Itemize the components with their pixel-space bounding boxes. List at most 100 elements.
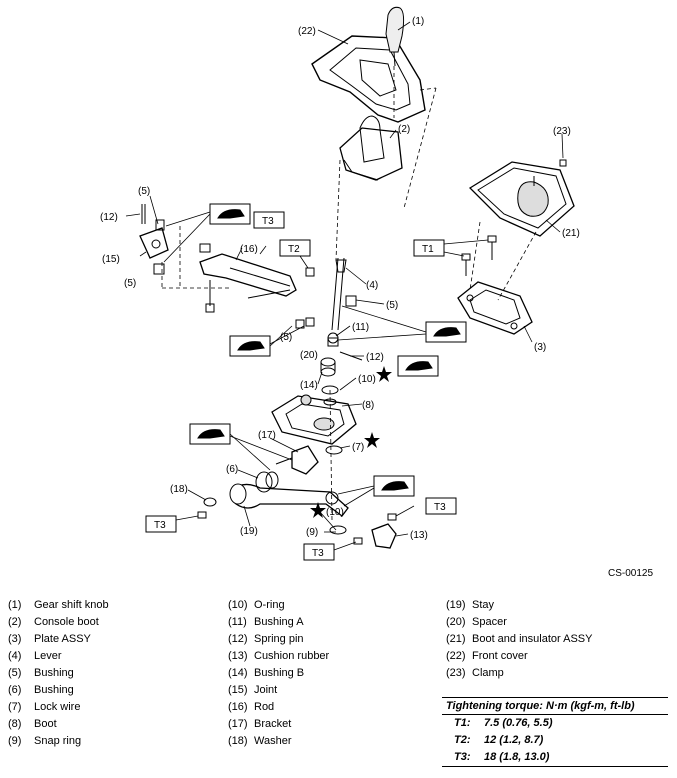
callout: (15) [102,254,120,265]
legend-item: (18)Washer [228,733,329,750]
torque-value: 12 (1.2, 8.7) [484,734,544,746]
star-icon [310,502,326,518]
callout: (8) [362,400,374,411]
legend-label: Cushion rubber [254,650,330,662]
legend-number: (3) [8,633,22,645]
grease-icon [229,335,271,357]
star-icon [364,432,380,448]
legend-item: (1)Gear shift knob [8,597,109,614]
grease-symbols [189,203,467,497]
callout: (3) [534,342,546,353]
parts-legend-col2: (10)O-ring (11)Bushing A (12)Spring pin … [228,597,329,750]
legend-item: (19) Stay [446,597,592,614]
torque-key: T3: [454,751,471,763]
torque-tag: T2 [288,244,300,255]
callout: (12) [100,212,118,223]
torque-row: T3:18 (1.8, 13.0) [442,749,668,767]
legend-number: (19) [446,599,466,611]
callout: (20) [300,350,318,361]
callout: (21) [562,228,580,239]
legend-item: (17)Bracket [228,716,329,733]
legend-item: (21)Boot and insulator ASSY [446,631,592,648]
callout: (12) [366,352,384,363]
legend-item: (6) Bushing [8,682,109,699]
legend-label: Plate ASSY [34,633,91,645]
legend-item: (12)Spring pin [228,631,329,648]
legend-number: (7) [8,701,22,713]
legend-label: Stay [472,599,495,611]
legend-item: (4) Lever [8,648,109,665]
callout: (5) [280,332,292,343]
star-marks [310,366,392,518]
legend-item: (5) Bushing [8,665,109,682]
torque-key: T1: [454,717,471,729]
torque-row: T1:7.5 (0.76, 5.5) [442,715,668,732]
callout-labels: (1) (22) (2) (23) (21) (3) (5) (12) (15)… [100,16,580,541]
callout: (22) [298,26,316,37]
grease-icon [189,423,231,445]
callout: (14) [300,380,318,391]
torque-tag-labels: T3 T2 T1 T3 T3 T3 [154,216,446,559]
torque-tag: T3 [312,548,324,559]
callout: (23) [553,126,571,137]
torque-tag: T1 [422,244,434,255]
legend-item: (8) Boot [8,716,109,733]
callout: (4) [366,280,378,291]
legend-label: Joint [254,684,278,696]
legend-label: Snap ring [34,735,82,747]
lever-part [327,257,347,344]
torque-tag: T3 [262,216,274,227]
legend-number: (15) [228,684,248,696]
grease-arrows [163,211,427,507]
legend-label: O-ring [254,599,285,611]
legend-item: (2)Console boot [8,614,109,631]
torque-row: T2: 12 (1.2, 8.7) [442,732,668,749]
callout: (11) [352,322,369,333]
legend-item: (13) Cushion rubber [228,648,329,665]
legend-label: Rod [254,701,275,713]
stay-part [229,483,349,535]
legend-number: (9) [8,735,22,747]
torque-tag: T3 [154,520,166,531]
legend-item: (9) Snap ring [8,733,109,750]
legend-item: (3) Plate ASSY [8,631,109,648]
legend-item: (15) Joint [228,682,329,699]
torque-key: T2: [454,734,471,746]
legend-label: Bushing A [254,616,304,628]
legend-item: (16) Rod [228,699,329,716]
bushing-b-part [320,357,339,406]
plate-assy-part [457,281,533,335]
legend-number: (6) [8,684,22,696]
legend-number: (1) [8,599,22,611]
legend-item: (10)O-ring [228,597,329,614]
legend-number: (22) [446,650,466,662]
legend-number: (13) [228,650,248,662]
callout: (5) [138,186,150,197]
legend-label: Bushing [34,667,74,679]
legend-label: Bushing [34,684,74,696]
legend-number: (8) [8,718,22,730]
legend-label: Spring pin [254,633,304,645]
callout: (2) [398,124,410,135]
cushion-rubber-part [353,513,397,549]
dashed-guides [161,66,537,521]
legend-number: (23) [446,667,466,679]
legend-number: (18) [228,735,248,747]
callout: (18) [170,484,188,495]
legend-label: Lever [34,650,62,662]
joint-part [139,204,169,275]
legend-item: (23) Clamp [446,665,592,682]
legend-label: Bracket [254,718,292,730]
star-icon [376,366,392,382]
legend-number: (5) [8,667,22,679]
legend-label: Boot [34,718,57,730]
legend-number: (4) [8,650,22,662]
callout: (5) [124,278,136,289]
callout: (16) [240,244,258,255]
legend-number: (2) [8,616,22,628]
legend-number: (16) [228,701,248,713]
callout: (6) [226,464,238,475]
legend-number: (21) [446,633,466,645]
washer-part [197,497,217,519]
legend-label: Clamp [472,667,504,679]
